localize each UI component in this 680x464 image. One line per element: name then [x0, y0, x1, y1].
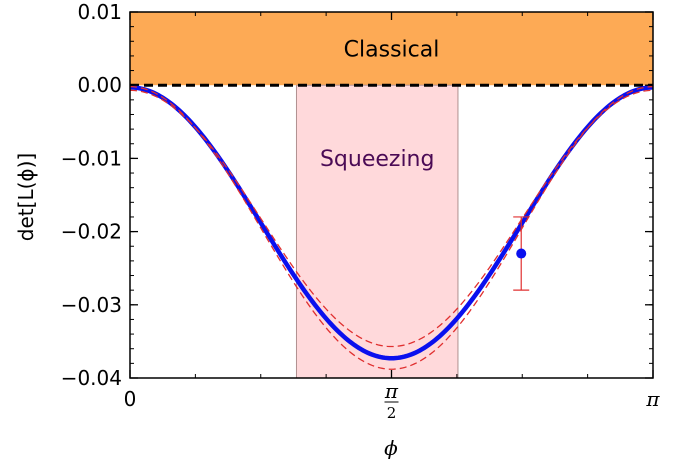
upper-band-curve — [129, 89, 654, 348]
x-tick-label-numerator: π — [384, 379, 399, 403]
x-tick-label-denominator: 2 — [387, 404, 397, 422]
shaded-regions — [130, 12, 653, 379]
curves-layer — [129, 85, 654, 370]
measurement-layer — [513, 216, 530, 291]
squeezing-region-label: Squeezing — [320, 147, 435, 172]
x-axis-label: ϕ — [384, 436, 398, 460]
classical-region-label: Classical — [344, 38, 440, 63]
x-tick-label: π — [645, 387, 660, 411]
y-tick-label: −0.02 — [61, 220, 122, 244]
y-tick-label: −0.01 — [61, 146, 122, 170]
y-tick-label: −0.03 — [61, 293, 122, 317]
squeezing-region — [295, 84, 459, 379]
x-tick-label: 0 — [124, 387, 137, 411]
lower-band-curve — [129, 86, 654, 370]
y-axis-label: det[L(ϕ)] — [14, 153, 38, 241]
data-point — [516, 248, 527, 259]
y-tick-label: 0.01 — [77, 0, 122, 24]
y-tick-label: −0.04 — [61, 366, 122, 390]
y-tick-label: 0.00 — [77, 73, 122, 97]
classical-region — [130, 12, 653, 86]
